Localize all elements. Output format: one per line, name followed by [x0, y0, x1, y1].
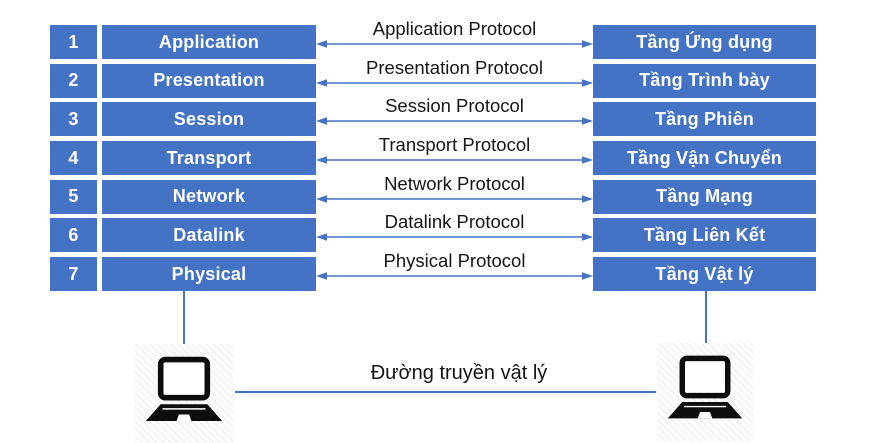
layer-name-english: Datalink [102, 218, 316, 253]
double-arrow-icon [316, 194, 593, 203]
layer-number: 6 [50, 218, 97, 253]
protocol-row: Transport Protocol [316, 134, 593, 175]
layer-name-vietnamese: Tầng Phiên [593, 102, 816, 137]
protocol-label: Transport Protocol [378, 134, 531, 156]
connector-line-right [705, 291, 707, 343]
endpoint-left [135, 344, 233, 443]
osi-table-vietnamese: Tầng Ứng dụng Tầng Trình bày Tầng Phiên … [593, 25, 816, 292]
protocol-label: Presentation Protocol [366, 56, 543, 78]
layer-name-english: Presentation [102, 63, 316, 98]
protocol-label: Session Protocol [385, 95, 524, 117]
double-arrow-icon [316, 233, 593, 242]
layer-number: 5 [50, 179, 97, 214]
protocol-label: Physical Protocol [383, 250, 526, 272]
protocol-label: Datalink Protocol [384, 211, 525, 233]
layer-number: 7 [50, 257, 97, 292]
layer-number: 2 [50, 63, 97, 98]
double-arrow-icon [316, 40, 593, 48]
layer-name-vietnamese: Tầng Vận Chuyển [593, 141, 816, 176]
protocol-column: Application Protocol Presentation Protoc… [316, 18, 593, 291]
endpoint-right [657, 343, 753, 441]
protocol-row: Application Protocol [316, 18, 593, 59]
layer-name-vietnamese: Tầng Mạng [593, 179, 816, 214]
laptop-icon [145, 356, 223, 421]
layer-name-english: Transport [102, 141, 316, 176]
laptop-icon [667, 355, 743, 419]
double-arrow-icon [316, 117, 593, 126]
double-arrow-icon [316, 156, 593, 164]
layer-name-english: Application [102, 25, 316, 59]
protocol-row: Presentation Protocol [316, 57, 593, 98]
protocol-row: Session Protocol [316, 95, 593, 136]
double-arrow-icon [316, 272, 593, 280]
layer-name-english: Session [102, 102, 316, 137]
layer-name-english: Network [102, 179, 316, 214]
layer-name-english: Physical [102, 257, 316, 292]
layer-number: 3 [50, 102, 97, 137]
layer-name-vietnamese: Tầng Trình bày [593, 63, 816, 98]
double-arrow-icon [316, 78, 593, 87]
physical-link-line [235, 391, 656, 393]
physical-link-label: Đường truyền vật lý [370, 362, 548, 384]
connector-line-left [183, 291, 185, 345]
layer-name-vietnamese: Tầng Ứng dụng [593, 25, 816, 59]
layer-number: 1 [50, 25, 97, 59]
osi-table-english: 1 Application 2 Presentation 3 Session 4… [50, 25, 316, 292]
protocol-row: Datalink Protocol [316, 211, 593, 252]
layer-name-vietnamese: Tầng Vật lý [593, 257, 816, 292]
layer-name-vietnamese: Tầng Liên Kết [593, 218, 816, 253]
protocol-row: Network Protocol [316, 173, 593, 214]
protocol-label: Network Protocol [384, 172, 525, 194]
protocol-row: Physical Protocol [316, 250, 593, 291]
layer-number: 4 [50, 141, 97, 176]
protocol-label: Application Protocol [372, 18, 537, 39]
